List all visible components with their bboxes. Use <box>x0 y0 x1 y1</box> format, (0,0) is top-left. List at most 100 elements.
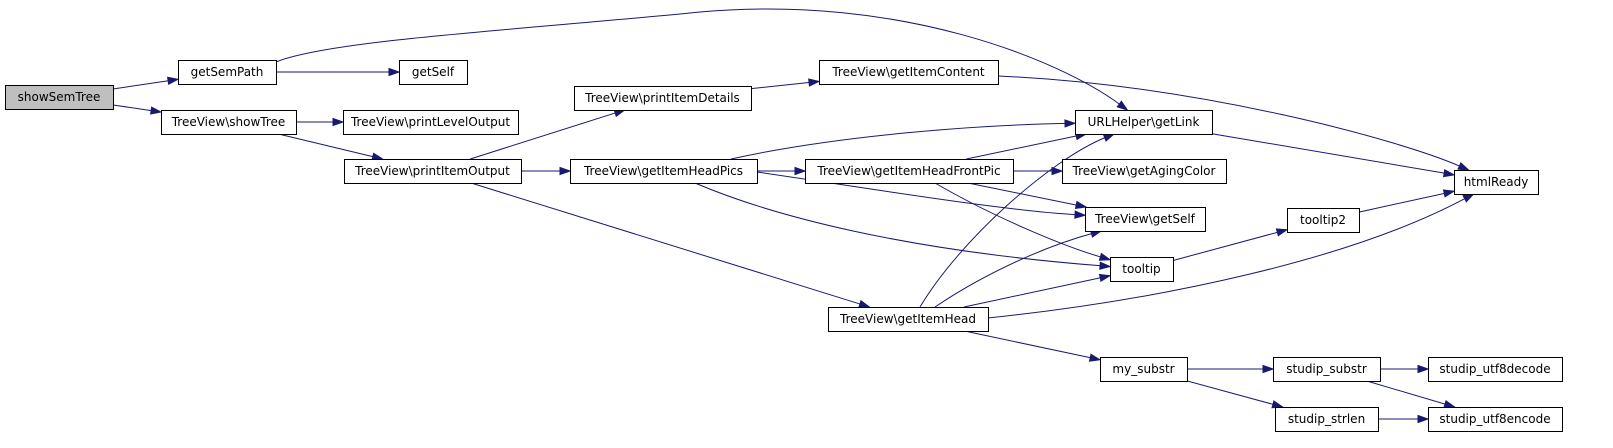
node-label-tooltip2: tooltip2 <box>1300 213 1346 227</box>
node-tooltip[interactable]: tooltip <box>1110 257 1174 282</box>
node-box-studip_utf8encode[interactable] <box>1428 407 1563 432</box>
node-getItemContent[interactable]: TreeView\getItemContent <box>819 60 999 85</box>
node-box-my_substr[interactable] <box>1100 357 1188 382</box>
node-label-getLink: URLHelper\getLink <box>1088 115 1200 129</box>
edge-printItemOutput-to-getItemHead <box>470 182 862 305</box>
node-printItemDetails[interactable]: TreeView\printItemDetails <box>574 86 752 111</box>
node-label-studip_strlen: studip_strlen <box>1288 412 1365 426</box>
node-tvGetSelf[interactable]: TreeView\getSelf <box>1085 207 1206 232</box>
edge-printItemOutput-to-getItemHead-arrowhead <box>858 299 871 308</box>
node-label-tvGetSelf: TreeView\getSelf <box>1094 212 1196 226</box>
edge-getItemHead-to-tooltip <box>963 277 1102 308</box>
edge-printItemOutput-to-printItemDetails <box>470 112 617 160</box>
node-box-tooltip2[interactable] <box>1287 208 1360 233</box>
node-getAgingColor[interactable]: TreeView\getAgingColor <box>1062 159 1227 184</box>
edge-tooltip2-to-htmlReady <box>1358 192 1446 213</box>
node-box-getSemPath[interactable] <box>178 60 277 85</box>
node-box-printLevelOutput[interactable] <box>343 110 519 135</box>
node-box-getSelf[interactable] <box>399 60 468 85</box>
edge-getLink-to-htmlReady-arrowhead <box>1442 168 1456 178</box>
edge-getItemHeadPics-to-getLink-arrowhead <box>1064 119 1077 128</box>
node-label-studip_utf8encode: studip_utf8encode <box>1439 412 1550 426</box>
node-showTree[interactable]: TreeView\showTree <box>161 110 297 135</box>
node-tooltip2[interactable]: tooltip2 <box>1287 208 1360 233</box>
node-printLevelOutput[interactable]: TreeView\printLevelOutput <box>343 110 519 135</box>
node-printItemOutput[interactable]: TreeView\printItemOutput <box>344 159 522 184</box>
edge-getSemPath-to-getLink <box>275 8 1121 106</box>
node-box-getItemHeadPics[interactable] <box>570 159 758 184</box>
edge-studip_strlen-to-studip_utf8encode-arrowhead <box>1417 414 1430 424</box>
node-getItemHeadPics[interactable]: TreeView\getItemHeadPics <box>570 159 758 184</box>
edge-printItemOutput-to-getItemHeadPics-arrowhead <box>559 166 572 176</box>
node-box-getItemHeadFrontPic[interactable] <box>805 159 1014 184</box>
edge-getItemHeadPics-to-getItemHeadFrontPic-arrowhead <box>794 166 807 176</box>
node-box-getAgingColor[interactable] <box>1062 159 1227 184</box>
node-showSemTree[interactable]: showSemTree <box>5 85 114 110</box>
node-label-printLevelOutput: TreeView\printLevelOutput <box>350 115 510 129</box>
node-label-printItemDetails: TreeView\printItemDetails <box>584 91 740 105</box>
node-getLink[interactable]: URLHelper\getLink <box>1075 110 1213 135</box>
node-label-getAgingColor: TreeView\getAgingColor <box>1072 164 1216 178</box>
node-box-studip_utf8decode[interactable] <box>1428 357 1563 382</box>
node-box-htmlReady[interactable] <box>1454 170 1539 195</box>
edge-getItemHead-to-my_substr-arrowhead <box>1088 353 1102 362</box>
edge-getItemContent-to-htmlReady <box>997 75 1461 167</box>
edge-showTree-to-printLevelOutput-arrowhead <box>332 117 345 127</box>
node-studip_substr[interactable]: studip_substr <box>1273 357 1381 382</box>
node-box-showTree[interactable] <box>161 110 297 135</box>
edge-getLink-to-htmlReady <box>1211 133 1446 174</box>
edge-tooltip-to-tooltip2 <box>1172 231 1279 261</box>
edge-studip_substr-to-studip_utf8decode-arrowhead <box>1417 364 1430 374</box>
node-label-showTree: TreeView\showTree <box>171 115 286 129</box>
edge-showTree-to-printItemOutput <box>278 133 374 158</box>
edge-getItemHeadPics-to-tooltip <box>694 182 1102 267</box>
node-studip_utf8decode[interactable]: studip_utf8decode <box>1428 357 1563 382</box>
node-getItemHeadFrontPic[interactable]: TreeView\getItemHeadFrontPic <box>805 159 1014 184</box>
edges-layer <box>112 8 1475 424</box>
node-label-getItemHead: TreeView\getItemHead <box>839 312 976 326</box>
node-htmlReady[interactable]: htmlReady <box>1454 170 1539 195</box>
node-box-studip_strlen[interactable] <box>1275 407 1379 432</box>
edge-tooltip2-to-htmlReady-arrowhead <box>1442 189 1456 198</box>
edge-printItemDetails-to-getItemContent <box>750 81 811 90</box>
edge-showSemTree-to-showTree <box>112 104 153 112</box>
edge-getSemPath-to-getLink-arrowhead <box>1116 100 1129 111</box>
edge-showSemTree-to-getSemPath-arrowhead <box>166 76 180 85</box>
edge-getItemHead-to-tooltip-arrowhead <box>1098 273 1112 283</box>
node-label-getItemHeadPics: TreeView\getItemHeadPics <box>583 164 743 178</box>
edge-getItemContent-to-htmlReady-arrowhead <box>1457 161 1470 171</box>
node-studip_strlen[interactable]: studip_strlen <box>1275 407 1379 432</box>
node-box-tvGetSelf[interactable] <box>1085 207 1206 232</box>
edge-getItemHead-to-htmlReady-arrowhead <box>1462 193 1475 203</box>
edge-my_substr-to-studip_substr-arrowhead <box>1262 364 1275 374</box>
node-studip_utf8encode[interactable]: studip_utf8encode <box>1428 407 1563 432</box>
node-box-printItemDetails[interactable] <box>574 86 752 111</box>
node-label-htmlReady: htmlReady <box>1464 175 1529 189</box>
node-label-studip_utf8decode: studip_utf8decode <box>1439 362 1550 376</box>
node-my_substr[interactable]: my_substr <box>1100 357 1188 382</box>
edge-getItemHead-to-tvGetSelf <box>934 232 1093 308</box>
node-box-getItemHead[interactable] <box>828 307 989 332</box>
node-label-printItemOutput: TreeView\printItemOutput <box>354 164 510 178</box>
edge-getItemHead-to-getLink <box>919 136 1106 308</box>
node-box-showSemTree[interactable] <box>5 85 114 110</box>
node-getItemHead[interactable]: TreeView\getItemHead <box>828 307 989 332</box>
edge-studip_substr-to-studip_utf8encode-arrowhead <box>1443 399 1457 409</box>
edge-getItemHeadPics-to-tvGetSelf <box>756 171 1077 216</box>
edge-getItemHeadFrontPic-to-getAgingColor-arrowhead <box>1051 166 1064 176</box>
node-box-getItemContent[interactable] <box>819 60 999 85</box>
edge-my_substr-to-studip_strlen <box>1186 380 1275 406</box>
node-label-tooltip: tooltip <box>1122 262 1160 276</box>
node-box-tooltip[interactable] <box>1110 257 1174 282</box>
node-getSelf[interactable]: getSelf <box>399 60 468 85</box>
node-box-getLink[interactable] <box>1075 110 1213 135</box>
node-box-studip_substr[interactable] <box>1273 357 1381 382</box>
node-box-printItemOutput[interactable] <box>344 159 522 184</box>
edge-showSemTree-to-showTree-arrowhead <box>149 106 163 115</box>
node-getSemPath[interactable]: getSemPath <box>178 60 277 85</box>
node-label-my_substr: my_substr <box>1112 362 1174 376</box>
node-label-getItemHeadFrontPic: TreeView\getItemHeadFrontPic <box>816 164 1000 178</box>
edge-getItemHead-to-my_substr <box>964 330 1092 359</box>
node-label-showSemTree: showSemTree <box>18 90 101 104</box>
edge-getItemHeadPics-to-tooltip-arrowhead <box>1099 261 1112 270</box>
